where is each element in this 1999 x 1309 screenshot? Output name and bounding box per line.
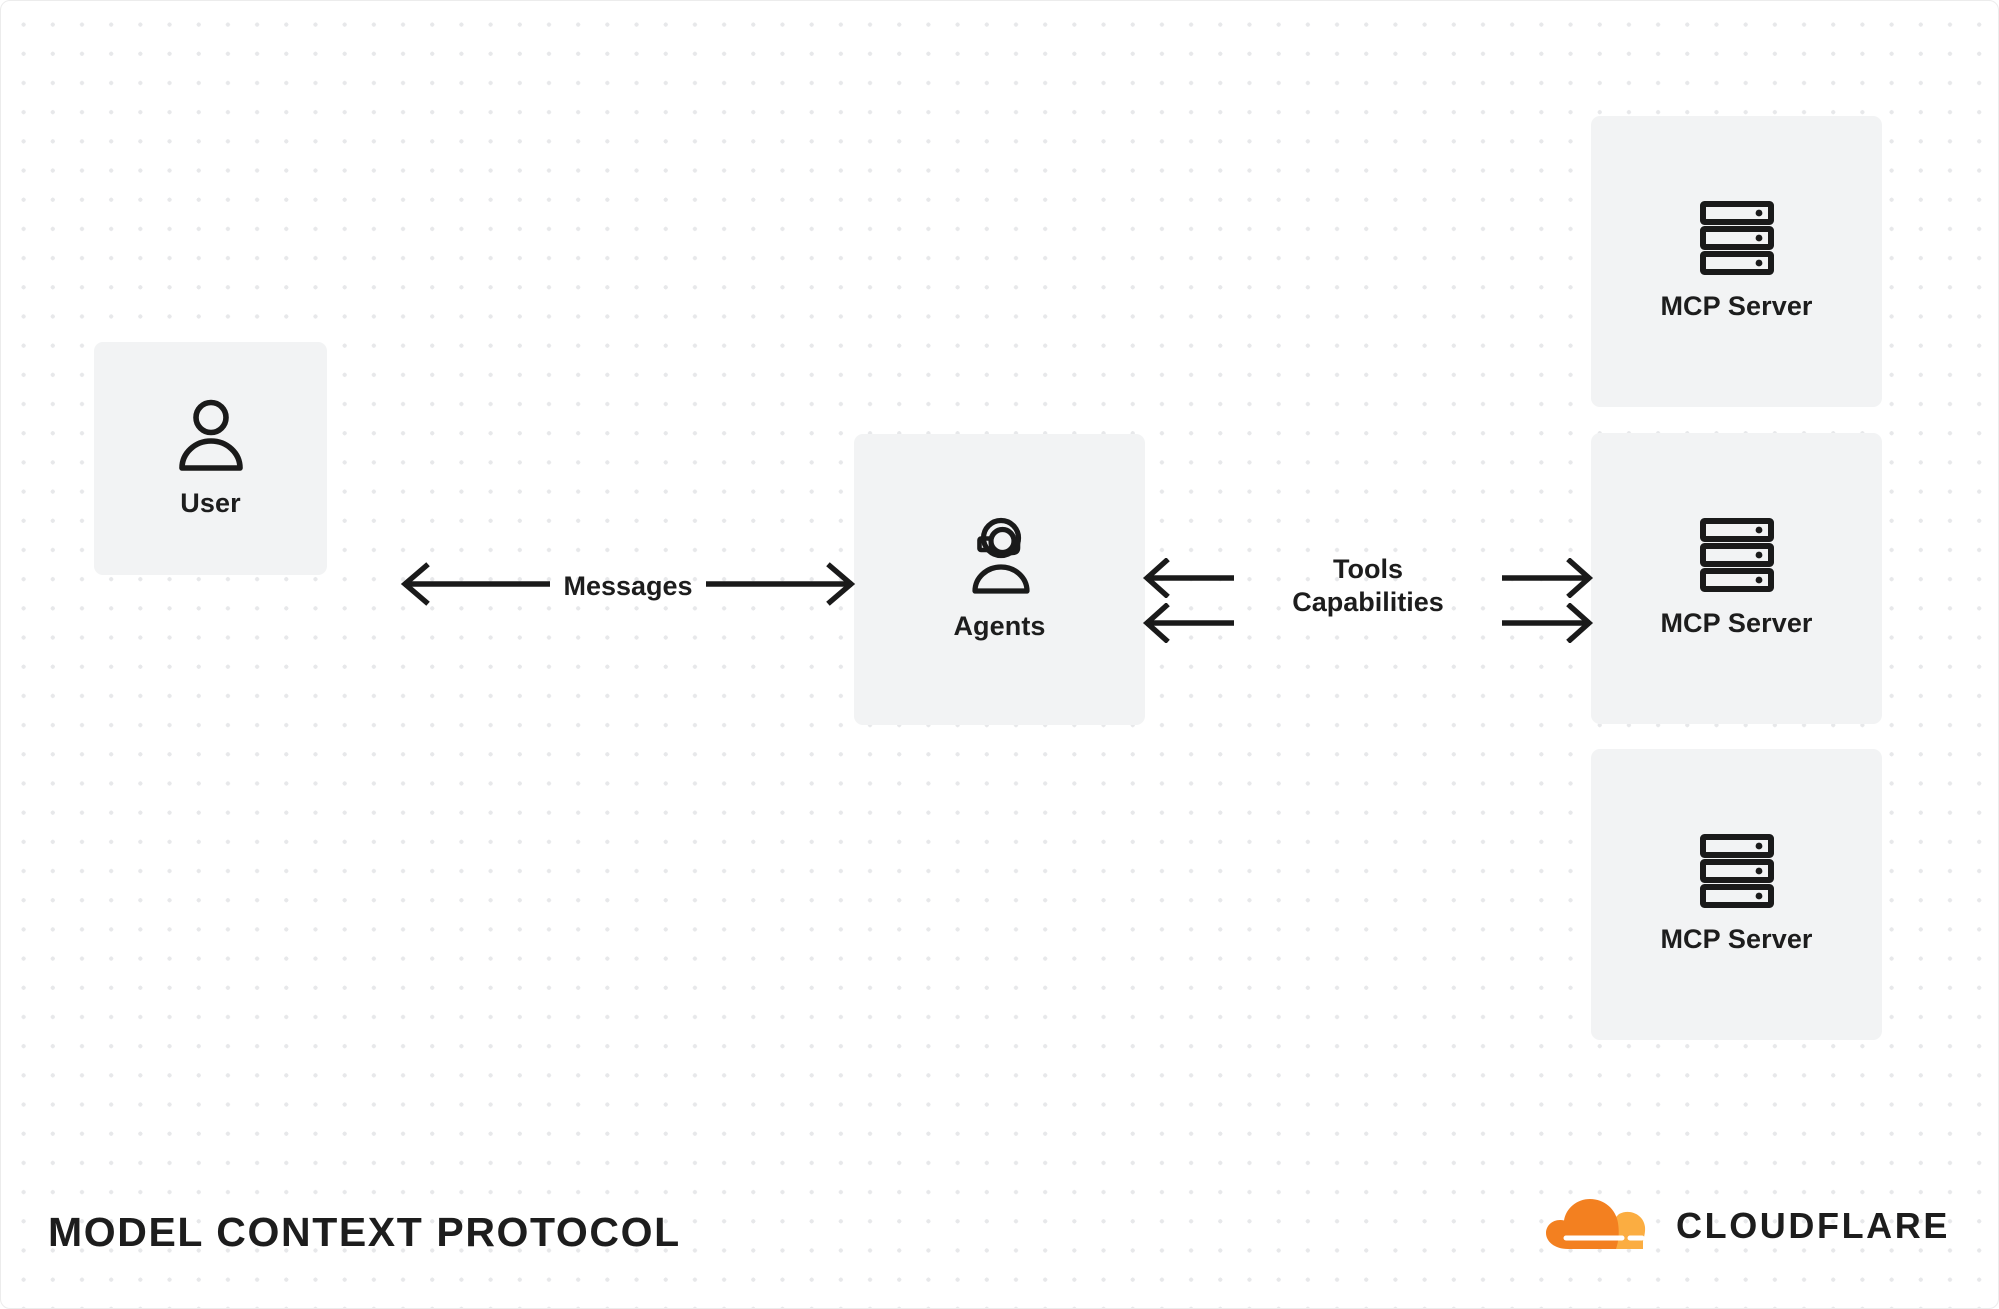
arrow-right-icon (1501, 557, 1594, 603)
arrow-left-stack (1142, 557, 1234, 644)
cloudflare-logo: CLOUDFLARE (1544, 1193, 1950, 1258)
node-agents-label: Agents (953, 611, 1046, 641)
node-mcp-server-3-label: MCP Server (1660, 924, 1813, 954)
cloudflare-wordmark: CLOUDFLARE (1676, 1204, 1950, 1246)
connector-messages-label: Messages (563, 570, 693, 601)
server-rack-icon (1699, 518, 1775, 592)
node-mcp-server-1-label: MCP Server (1660, 291, 1813, 321)
connector-messages: Messages (400, 541, 856, 631)
server-rack-icon (1699, 201, 1775, 275)
connector-tools-capabilities-label: Tools Capabilities (1290, 553, 1446, 619)
arrow-right-stack (1501, 557, 1594, 644)
node-mcp-server-2[interactable]: MCP Server (1591, 433, 1882, 724)
connector-label-line-tools: Tools (1332, 554, 1403, 585)
connector-tools-capabilities: Tools Capabilities (1142, 531, 1594, 644)
node-agents[interactable]: Agents (854, 434, 1145, 725)
cloudflare-cloud-icon (1544, 1193, 1662, 1258)
node-user-label: User (180, 488, 241, 518)
arrow-left-icon (1142, 557, 1234, 603)
node-user[interactable]: User (94, 342, 327, 575)
node-mcp-server-2-label: MCP Server (1660, 608, 1813, 638)
connector-label-line-capabilities: Capabilities (1292, 587, 1444, 617)
headset-agent-icon (961, 517, 1039, 597)
arrow-right-icon (706, 561, 856, 611)
node-mcp-server-3[interactable]: MCP Server (1591, 749, 1882, 1040)
arrow-left-icon (400, 561, 550, 611)
user-icon (175, 398, 247, 474)
arrow-left-icon (1142, 602, 1234, 648)
node-mcp-server-1[interactable]: MCP Server (1591, 116, 1882, 407)
arrow-right-icon (1501, 602, 1594, 648)
server-rack-icon (1699, 834, 1775, 908)
diagram-title: MODEL CONTEXT PROTOCOL (48, 1209, 681, 1255)
